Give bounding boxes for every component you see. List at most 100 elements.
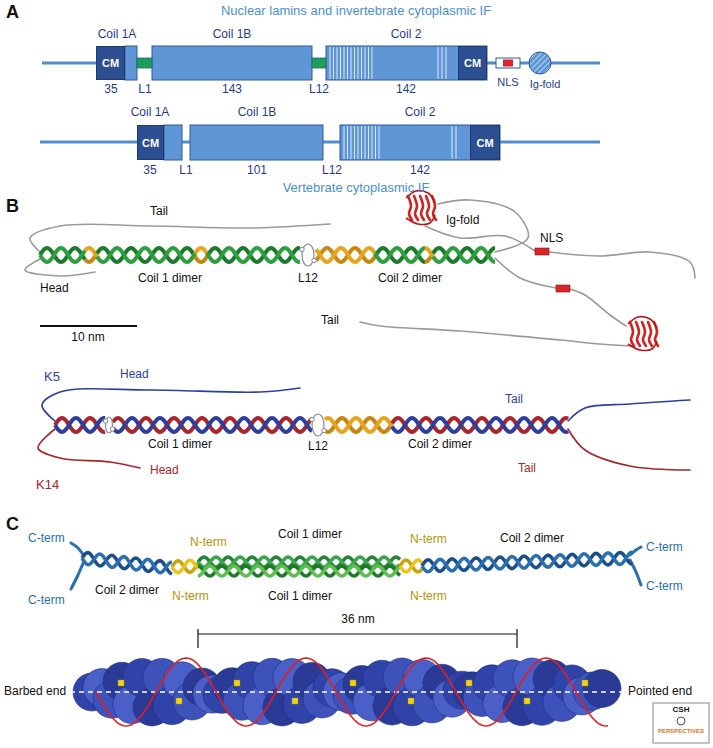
coil-2-helix: [392, 418, 568, 432]
coil-2-helix: [325, 418, 392, 432]
part-label: Ig-fold: [446, 214, 479, 228]
ig-fold-strand: [642, 322, 646, 346]
coil-segment: [125, 46, 137, 80]
part-label: Tail: [505, 393, 523, 407]
end-label: Barbed end: [4, 685, 66, 699]
part-label: Coil 1 dimer: [278, 528, 342, 542]
coil-segment: [190, 125, 323, 160]
keratin-dimer: [38, 388, 690, 470]
coil-1-helix: [97, 248, 195, 262]
tail-chain: [360, 322, 632, 346]
stutter-stripe: [344, 126, 345, 159]
logo-emblem: [677, 717, 685, 725]
protein-name: K14: [36, 478, 59, 493]
linker-blob: [110, 427, 114, 431]
coil-1-helix: [195, 257, 207, 262]
domain-schematic: [40, 46, 600, 160]
tetramer: [71, 543, 641, 589]
stutter-stripe: [375, 126, 376, 159]
residue-count: 143: [222, 83, 242, 97]
part-label: Coil 2 dimer: [408, 438, 472, 452]
panel-heading: Nuclear lamins and invertebrate cytoplas…: [221, 4, 491, 19]
part-label: Coil 1 dimer: [148, 438, 212, 452]
linker-blob: [312, 258, 316, 262]
linker-segment: [312, 58, 326, 68]
stutter-stripe: [361, 47, 362, 79]
dimension-line: [198, 633, 517, 634]
tail-chain: [438, 200, 528, 252]
ig-fold-loop: [406, 215, 435, 224]
filament-axis: [70, 691, 624, 693]
nls-motif: [503, 60, 513, 67]
stutter-stripe: [354, 126, 355, 159]
linker-segment: [137, 58, 152, 68]
part-label: Coil 2 dimer: [378, 272, 442, 286]
coil-1-helix: [55, 418, 105, 432]
domain-name: Ig-fold: [530, 78, 561, 91]
terminus-label: N-term: [172, 590, 209, 604]
stutter-stripe: [351, 47, 352, 79]
stutter-stripe: [361, 126, 362, 159]
coil-1-helix: [198, 557, 400, 567]
nls-motif: [535, 248, 549, 255]
binding-site: [350, 680, 356, 686]
terminus-label: C-term: [28, 532, 65, 546]
residue-count: 101: [247, 164, 267, 178]
binding-site: [118, 680, 124, 686]
coil-2-helix: [316, 248, 375, 262]
coil-1-helix: [198, 566, 400, 576]
residue-count: 142: [396, 83, 416, 97]
binding-site: [466, 680, 472, 686]
coil-2-helix: [422, 552, 632, 571]
terminus-label: C-term: [646, 541, 683, 555]
tail-chain: [495, 258, 556, 288]
actin-filament: [70, 629, 624, 726]
stutter-stripe: [354, 47, 355, 79]
terminus-label: N-term: [190, 536, 227, 550]
motif-label: CM: [464, 57, 481, 69]
stutter-stripe: [452, 126, 453, 159]
coil-2-helix: [375, 248, 425, 262]
ig-fold-strand: [648, 322, 652, 346]
residue-count: 142: [410, 164, 430, 178]
linker-blob: [302, 244, 314, 266]
linker-blob: [103, 419, 107, 423]
tail-chain: [38, 429, 140, 468]
stutter-stripe: [372, 126, 373, 159]
stutter-stripe: [330, 47, 331, 79]
domain-name: Coil 1B: [238, 106, 277, 120]
coil-1-helix: [198, 557, 400, 567]
terminus-label: N-term: [410, 590, 447, 604]
actin-subunit: [583, 670, 621, 708]
linker-blob: [300, 247, 304, 251]
domain-name: Coil 2: [391, 28, 422, 42]
binding-site: [524, 698, 530, 704]
part-label: Coil 1 dimer: [268, 590, 332, 604]
domain-name: Coil 1A: [131, 106, 170, 120]
tropomyosin-helix: [96, 658, 608, 726]
stutter-stripe: [379, 126, 380, 159]
binding-site: [582, 680, 588, 686]
motif-label: CM: [102, 57, 119, 69]
part-label: Head: [40, 282, 69, 296]
part-label: Tail: [150, 205, 168, 219]
binding-site: [292, 698, 298, 704]
ig-fold-strand: [414, 196, 418, 220]
panel-letter: C: [6, 514, 19, 535]
ig-fold-strand: [630, 322, 634, 346]
n-term-helix: [400, 560, 422, 572]
coil-2-helix: [433, 248, 495, 262]
stutter-stripe: [368, 126, 369, 159]
logo-frame: [653, 703, 709, 743]
stutter-stripe: [340, 47, 341, 79]
part-label: L12: [298, 272, 318, 286]
motif-label: CM: [476, 137, 493, 149]
coil-2-helix: [392, 418, 568, 432]
ig-fold-strand: [420, 196, 424, 220]
panel-heading: Vertebrate cytoplasmic IF: [283, 181, 430, 196]
coil-1-helix: [97, 248, 195, 262]
cm-box: CM: [96, 46, 125, 80]
linker-name: L1: [138, 83, 151, 97]
stutter-stripe: [365, 47, 366, 79]
coil-1-helix: [40, 248, 85, 262]
